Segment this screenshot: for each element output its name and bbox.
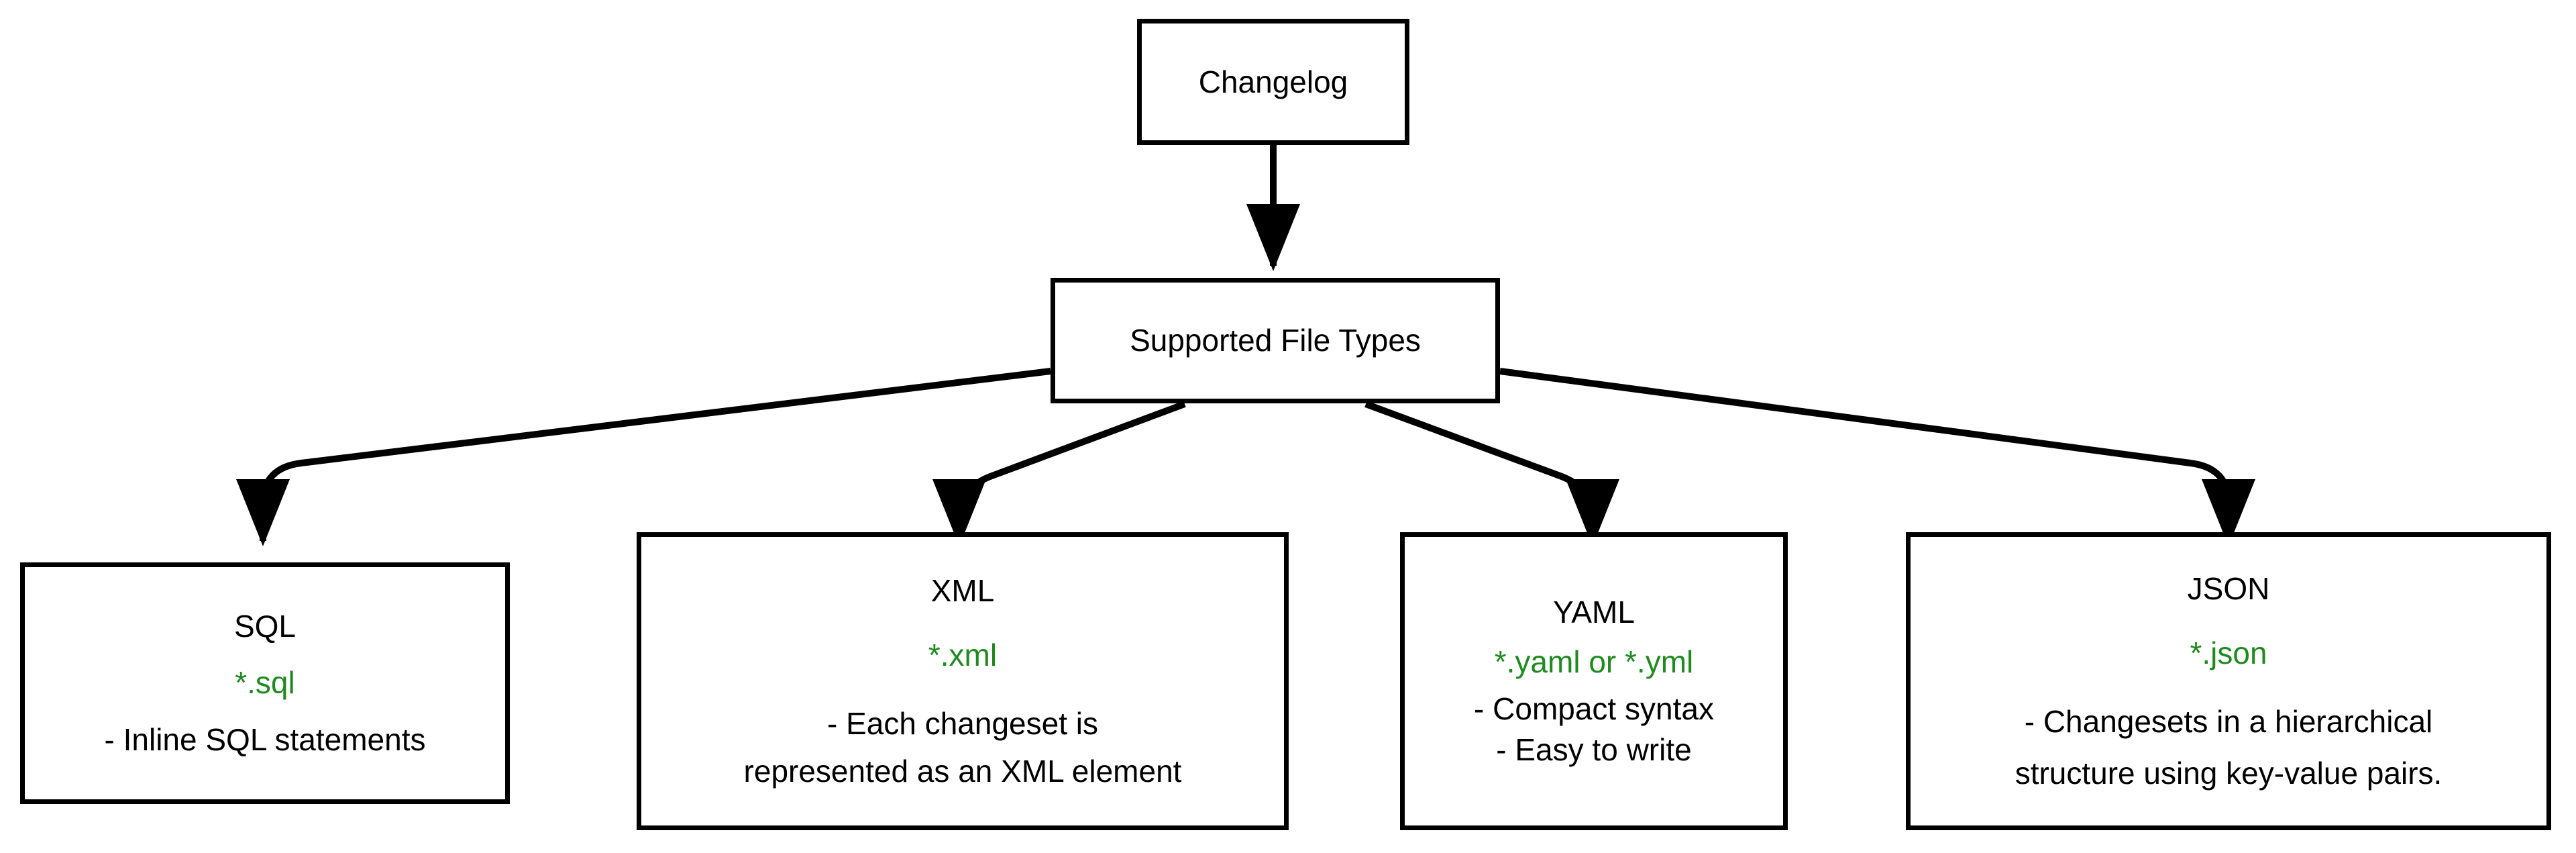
node-yaml-title: YAML xyxy=(1553,594,1635,630)
node-xml-description: - Each changeset is represented as an XM… xyxy=(744,705,1182,790)
node-yaml-extension: *.yaml or *.yml xyxy=(1494,644,1694,679)
node-yaml-description-line-2: - Easy to write xyxy=(1496,732,1692,768)
edge-supported-xml xyxy=(932,401,1186,547)
node-xml[interactable]: XML *.xml - Each changeset is represente… xyxy=(637,532,1289,830)
node-supported-file-types-label: Supported File Types xyxy=(1130,323,1421,358)
node-xml-extension: *.xml xyxy=(928,637,998,672)
node-xml-description-line-2: represented as an XML element xyxy=(743,754,1182,789)
node-xml-description-line-1: - Each changeset is xyxy=(826,706,1098,742)
node-sql-description-line-1: - Inline SQL statements xyxy=(104,721,426,757)
node-sql-extension: *.sql xyxy=(235,665,295,701)
node-json-extension: *.json xyxy=(2190,635,2267,670)
node-sql-description: - Inline SQL statements xyxy=(105,721,426,758)
node-sql-title: SQL xyxy=(233,609,297,644)
edge-supported-sql xyxy=(236,368,1051,547)
edge-supported-json xyxy=(1499,368,2255,547)
node-yaml-description: - Compact syntax - Easy to write xyxy=(1474,691,1714,768)
node-yaml[interactable]: YAML *.yaml or *.yml - Compact syntax - … xyxy=(1400,532,1788,830)
node-supported-file-types[interactable]: Supported File Types xyxy=(1051,278,1500,403)
node-json-description-line-2: structure using key-value pairs. xyxy=(2015,756,2443,791)
node-json-title: JSON xyxy=(2187,570,2270,606)
node-changelog-label: Changelog xyxy=(1198,64,1348,99)
node-json-description: - Changesets in a hierarchical structure… xyxy=(2015,703,2443,792)
node-json[interactable]: JSON *.json - Changesets in a hierarchic… xyxy=(1906,532,2551,830)
node-xml-title: XML xyxy=(930,572,995,608)
node-sql[interactable]: SQL *.sql - Inline SQL statements xyxy=(20,562,510,804)
node-changelog[interactable]: Changelog xyxy=(1137,19,1409,145)
node-yaml-description-line-1: - Compact syntax xyxy=(1474,691,1714,727)
node-json-description-line-1: - Changesets in a hierarchical xyxy=(2024,704,2433,740)
edge-supported-yaml xyxy=(1364,401,1619,547)
